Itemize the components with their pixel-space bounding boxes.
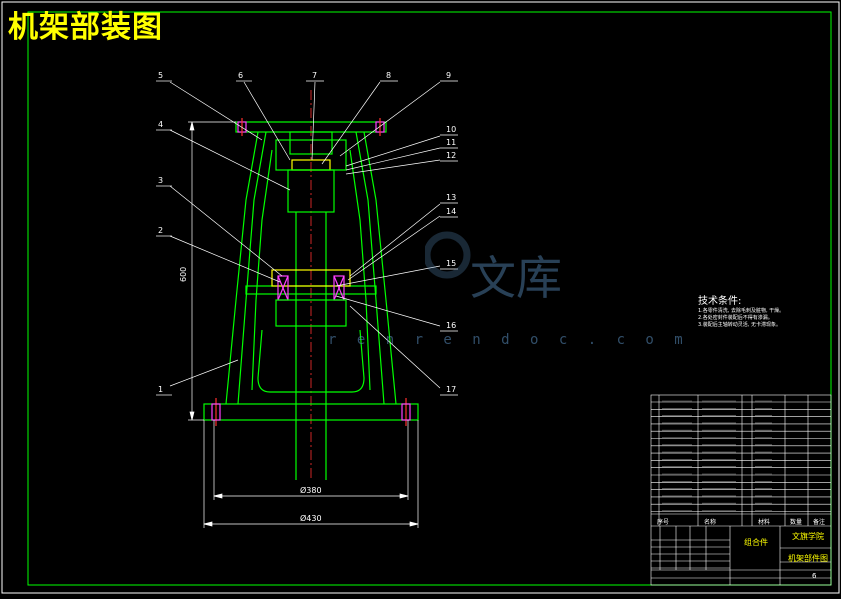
inner-diameter-label: Ø380 — [300, 485, 322, 495]
tech-requirement-line: 1.各零件清洗, 去除毛刺及脏物, 干燥。 — [698, 308, 785, 314]
part-number-label: 5 — [158, 71, 163, 80]
leader-line — [349, 305, 441, 389]
part-number-label: 13 — [446, 193, 456, 202]
leader-line — [349, 203, 441, 277]
tb-school: 文旗学院 — [792, 532, 824, 541]
leader-line — [311, 81, 316, 161]
housing — [203, 131, 419, 426]
height-dimension-label: 600 — [179, 267, 188, 282]
part-number-label: 1 — [158, 385, 163, 394]
tb-col-qty: 数量 — [790, 519, 803, 526]
part-number-label: 11 — [446, 138, 456, 147]
part-number-label: 15 — [446, 259, 456, 268]
leader-line — [347, 215, 441, 281]
leader-line — [169, 185, 283, 277]
leader-line — [321, 81, 381, 165]
leader-lines — [156, 80, 458, 396]
part-number-label: 14 — [446, 207, 456, 216]
leader-line — [169, 235, 281, 283]
tech-requirements-heading: 技术条件: — [698, 296, 742, 307]
diameter-dimensions — [203, 420, 419, 528]
height-dimension — [188, 121, 236, 421]
part-number-label: 8 — [386, 71, 391, 80]
part-number-label: 9 — [446, 71, 451, 80]
tb-col-seq: 序号 — [657, 519, 670, 526]
part-number-label: 2 — [158, 226, 163, 235]
leader-line — [169, 359, 239, 387]
leader-line — [335, 265, 441, 287]
inner-frame — [27, 11, 832, 586]
outer-diameter-label: Ø430 — [300, 513, 322, 523]
tech-requirement-line: 2.各处密封件装配后不得有渗漏。 — [698, 315, 773, 321]
watermark-url: r e n r e n d o c . c o m — [328, 332, 689, 348]
tb-col-name: 名称 — [704, 519, 717, 526]
leader-line — [243, 81, 291, 161]
part-number-label: 17 — [446, 385, 456, 394]
tb-count: 6 — [812, 572, 817, 580]
main-shaft — [271, 131, 351, 480]
part-number-label: 12 — [446, 151, 456, 160]
watermark-logo-icon — [425, 231, 471, 279]
part-number-label: 10 — [446, 125, 456, 134]
part-number-label: 4 — [158, 120, 163, 129]
part-number-label: 16 — [446, 321, 456, 330]
tb-col-material: 材料 — [758, 519, 771, 526]
part-number-label: 3 — [158, 176, 163, 185]
leader-line — [169, 129, 291, 191]
part-number-label: 6 — [238, 71, 243, 80]
title-block-grid — [650, 394, 832, 586]
leader-line — [345, 147, 441, 171]
tech-requirements: 技术条件: 1.各零件清洗, 去除毛刺及脏物, 干燥。 2.各处密封件装配后不得… — [698, 297, 784, 329]
leader-line — [345, 135, 441, 167]
tb-drawing-name: 机架部件图 — [788, 554, 828, 563]
tech-requirement-line: 3.装配后主轴转动灵活, 无卡滞现象。 — [698, 322, 781, 328]
watermark-brand: 文库 — [470, 251, 562, 305]
tb-col-note: 备注 — [813, 519, 826, 526]
part-number-label: 7 — [312, 71, 317, 80]
tb-assembly-label: 组合件 — [744, 538, 768, 547]
leader-line — [345, 159, 441, 175]
leader-line — [339, 81, 441, 157]
leader-line — [335, 295, 441, 327]
leader-line — [169, 81, 263, 141]
drawing-title: 机架部装图 — [8, 10, 163, 45]
